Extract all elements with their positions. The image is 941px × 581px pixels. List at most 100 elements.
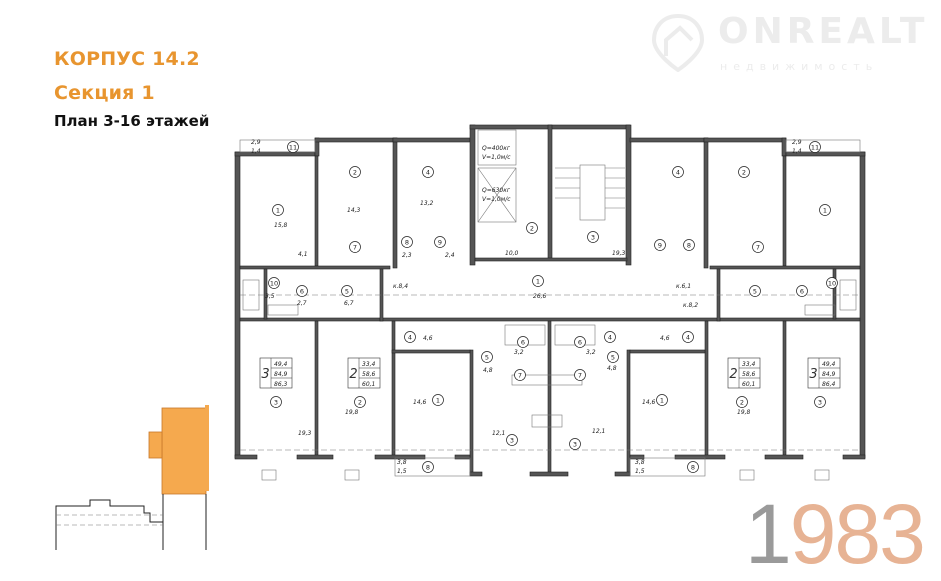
room-number: 6 [578, 338, 582, 346]
room-number-circle [587, 231, 599, 243]
room-number-circle [270, 396, 282, 408]
room-area-label: 4,6 [660, 335, 670, 342]
apartment-area-value: 49,4 [274, 361, 288, 368]
room-number: 1 [276, 206, 280, 214]
room-number: 5 [753, 287, 757, 295]
room-area-label: 19,8 [345, 409, 359, 416]
room-number-circle [574, 336, 586, 348]
apartment-area-value: 60,1 [742, 381, 755, 388]
room-area-label: 3,5 [265, 293, 275, 300]
room-area-label: 19,3 [612, 250, 626, 257]
apartment-area-value: 49,4 [822, 361, 836, 368]
room-area-label: 1,4 [251, 148, 261, 155]
room-area-label: 2,9 [792, 139, 802, 146]
room-number: 4 [608, 333, 612, 341]
room-number: 3 [818, 398, 822, 406]
plan-subtitle: План 3-16 этажей [54, 112, 210, 130]
lift-speed: V=1,0м/с [482, 196, 511, 203]
room-number-circle [826, 277, 838, 289]
room-area-label: 26,6 [533, 293, 547, 300]
room-number: 8 [426, 463, 430, 471]
room-number: 7 [756, 243, 760, 251]
room-area-label: 4,1 [298, 251, 308, 258]
room-number-circle [819, 204, 831, 216]
room-number-circle [404, 331, 416, 343]
apartment-area-value: 60,1 [362, 381, 375, 388]
room-area-label: 4,8 [607, 365, 617, 372]
room-number: 5 [345, 287, 349, 295]
room-area-label: 13,2 [420, 200, 434, 207]
lift-capacity: Q=400кг [482, 145, 511, 152]
room-number-circle [287, 141, 299, 153]
room-area-label: 1,5 [397, 468, 407, 475]
room-number: 11 [289, 143, 297, 151]
room-number: 1 [436, 396, 440, 404]
room-number-circle [738, 166, 750, 178]
room-number-circle [422, 166, 434, 178]
room-number: 10 [270, 279, 278, 287]
room-area-label: 3,2 [586, 349, 596, 356]
room-number-circle [517, 336, 529, 348]
room-area-label: 4,8 [483, 367, 493, 374]
room-number-circle [422, 461, 434, 473]
room-area-label: 3,2 [514, 349, 524, 356]
logo-name: ONREALT [718, 11, 929, 52]
room-number-circle [272, 204, 284, 216]
room-number-circle [296, 285, 308, 297]
room-area-label: 2,3 [402, 252, 412, 259]
room-area-label: 2,4 [445, 252, 455, 259]
room-number: 10 [828, 279, 836, 287]
room-number-circle [752, 241, 764, 253]
plan-fixtures [239, 129, 861, 481]
apartment-area-value: 58,6 [362, 371, 376, 378]
room-number: 2 [353, 168, 357, 176]
room-number: 9 [438, 238, 442, 246]
year-label: 1983 [745, 492, 926, 576]
room-area-label: 12,1 [592, 428, 605, 435]
room-area-label: 1,5 [635, 468, 645, 475]
room-number: 3 [274, 398, 278, 406]
room-number: 11 [811, 143, 819, 151]
apartment-area-value: 58,6 [742, 371, 756, 378]
room-number-circle [814, 396, 826, 408]
room-number: 7 [578, 371, 582, 379]
room-number-circle [514, 369, 526, 381]
room-number-circle [656, 394, 668, 406]
room-area-label: 12,1 [492, 430, 505, 437]
room-number: 6 [800, 287, 804, 295]
room-number-circle [687, 461, 699, 473]
room-area-label: 6,7 [344, 300, 354, 307]
room-area-label: 3,8 [635, 459, 645, 466]
room-number: 3 [573, 440, 577, 448]
house-pin-icon [651, 13, 705, 72]
room-number-circle [354, 396, 366, 408]
room-area-label: 19,8 [737, 409, 751, 416]
room-number-circle [434, 236, 446, 248]
room-number-circle [654, 239, 666, 251]
room-number: 7 [518, 371, 522, 379]
room-number: 5 [485, 353, 489, 361]
room-number-circle [532, 275, 544, 287]
room-number: 4 [686, 333, 690, 341]
room-area-label: к.8,2 [683, 302, 698, 309]
room-area-label: 15,8 [274, 222, 288, 229]
apartment-info-table [727, 357, 761, 389]
room-number: 4 [408, 333, 412, 341]
room-number-circle [341, 285, 353, 297]
plan-walls [234, 124, 866, 477]
room-area-label: 14,3 [347, 207, 361, 214]
apartment-info-table [347, 357, 381, 389]
room-number: 4 [426, 168, 430, 176]
room-number-circle [607, 351, 619, 363]
room-number: 1 [823, 206, 827, 214]
apartment-room-count: 2 [349, 367, 357, 382]
apartment-room-count: 3 [261, 367, 269, 382]
room-area-label: к.6,1 [676, 283, 691, 290]
apartment-room-count: 3 [809, 367, 817, 382]
room-number-circle [683, 239, 695, 251]
room-area-label: к.8,4 [393, 283, 408, 290]
room-area-label: 4,6 [423, 335, 433, 342]
room-number-circle [481, 351, 493, 363]
room-area-label: 14,6 [642, 399, 656, 406]
